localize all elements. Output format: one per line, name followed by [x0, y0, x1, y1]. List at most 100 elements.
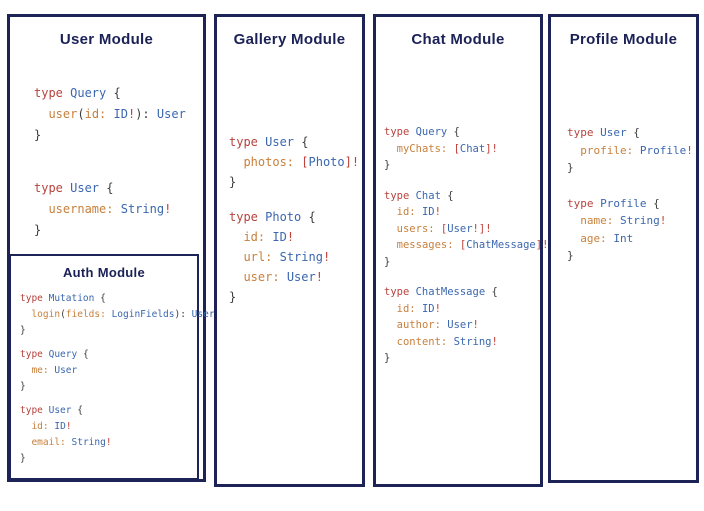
code-line: type Mutation {	[20, 291, 197, 307]
code-token-ty: String	[120, 202, 165, 216]
code-token-kw: type	[567, 126, 601, 139]
code-token-ty: String	[279, 250, 323, 264]
code-token-pu: }	[20, 325, 26, 336]
code-token-pu	[34, 202, 48, 216]
code-token-kw: type	[384, 126, 416, 138]
code-token-pu	[633, 144, 640, 157]
code-token-pu: {	[100, 293, 106, 304]
code-token-rd: !	[105, 437, 112, 448]
code-token-ty: Query	[415, 126, 454, 138]
code-line: }	[229, 172, 362, 192]
code-token-pu	[20, 309, 31, 320]
code-token-pu	[567, 144, 580, 157]
code-token-ty: Query	[48, 349, 83, 360]
code-token-rd: !	[322, 250, 331, 264]
code-token-rd: !	[434, 302, 441, 315]
code-line: }	[567, 159, 696, 177]
code-token-ty: Profile	[639, 143, 687, 157]
code-block: type Mutation { login(fields: LoginField…	[20, 291, 215, 339]
code-token-ty: User	[447, 319, 473, 331]
code-line: id: ID!	[384, 301, 540, 318]
code-line: }	[34, 220, 203, 241]
code-line: }	[20, 323, 197, 339]
code-token-ty: Photo	[265, 210, 309, 224]
code-token-kw: type	[384, 189, 416, 202]
code-token-pu: }	[229, 290, 237, 304]
code-block: type Chat { id: ID! users: [User!]! mess…	[384, 188, 549, 271]
code-token-pu	[280, 270, 287, 284]
code-token-ty: User	[191, 309, 215, 320]
code-token-ty: String	[620, 214, 660, 227]
code-token-fl: users:	[396, 222, 435, 235]
code-line: type User {	[229, 132, 362, 152]
code-line: age: Int	[567, 230, 696, 248]
profile-module-code: type User { profile: Profile!}type Profi…	[551, 124, 696, 265]
code-token-pu	[229, 270, 243, 284]
code-token-pu	[229, 155, 243, 169]
user-module-code: type Query { user(id: ID!): User}type Us…	[10, 83, 203, 241]
code-token-fl: photos:	[243, 155, 295, 169]
code-token-pu: }	[384, 352, 391, 364]
code-line: url: String!	[229, 247, 362, 267]
code-block: type User { photos: [Photo]!}	[229, 132, 362, 192]
code-token-pu: ):	[174, 309, 192, 320]
code-line: }	[20, 451, 197, 467]
code-line: type Query {	[384, 124, 540, 141]
code-line: type User {	[567, 124, 696, 142]
code-token-kw: type	[384, 286, 416, 298]
panel-auth-module: Auth Module type Mutation { login(fields…	[9, 254, 215, 480]
code-token-fl: age:	[580, 231, 607, 245]
code-token-ty: ChatMessage	[415, 286, 492, 298]
code-line: email: String!	[20, 435, 197, 451]
code-token-rd: !]!	[472, 222, 492, 235]
code-token-rd: ]!	[344, 155, 360, 169]
code-token-ty: Profile	[600, 196, 654, 210]
code-line: type Photo {	[229, 207, 362, 227]
code-token-kw: type	[229, 210, 266, 224]
code-token-ty: Query	[70, 86, 114, 100]
code-line: messages: [ChatMessage]!	[384, 237, 549, 254]
code-token-ty: LoginFields	[111, 309, 175, 320]
code-token-pu: }	[567, 161, 574, 174]
code-token-rd: !	[127, 107, 136, 121]
code-token-ty: User	[447, 222, 473, 235]
code-token-fl: myChats:	[396, 142, 448, 155]
code-token-rd: ]!	[535, 239, 549, 251]
code-token-pu	[567, 214, 580, 227]
code-block: type Photo { id: ID! url: String! user: …	[229, 207, 362, 307]
code-token-fl: profile:	[580, 143, 634, 157]
code-line: }	[20, 379, 197, 395]
code-token-pu	[384, 336, 397, 348]
code-token-pu: }	[34, 223, 42, 237]
code-token-pu: }	[229, 175, 237, 189]
code-token-ty: ID	[421, 302, 435, 315]
code-token-pu: {	[453, 126, 460, 138]
code-token-ty: User	[600, 126, 634, 139]
code-line: type Query {	[34, 83, 203, 104]
code-line: type Query {	[20, 347, 197, 363]
code-token-pu	[20, 437, 31, 448]
code-token-ty: ID	[54, 421, 66, 432]
chat-module-code: type Query { myChats: [Chat]!}type Chat …	[376, 124, 549, 367]
code-token-pu	[567, 232, 580, 245]
code-token-ty: Photo	[308, 155, 345, 169]
profile-module-title: Profile Module	[569, 31, 678, 48]
auth-module-code: type Mutation { login(fields: LoginField…	[11, 291, 215, 467]
code-token-fl: id:	[31, 421, 49, 432]
code-token-rd: !	[434, 206, 441, 218]
code-token-ty: User	[70, 181, 107, 195]
code-token-rd: !	[315, 270, 323, 284]
code-line: type ChatMessage {	[384, 284, 540, 301]
code-line: id: ID!	[20, 419, 197, 435]
code-token-pu	[613, 214, 620, 227]
code-token-rd: ]!	[485, 142, 498, 155]
code-token-kw: type	[20, 405, 49, 416]
code-token-pu: (	[60, 309, 66, 320]
code-token-rd: !	[491, 335, 498, 348]
code-block: type User { username: String!}	[34, 178, 203, 241]
code-line: login(fields: LoginFields): User	[20, 307, 214, 323]
code-line: user: User!	[229, 267, 362, 287]
code-token-fl: me:	[31, 365, 49, 376]
code-token-ty: Mutation	[48, 293, 101, 304]
code-token-kw: type	[567, 196, 601, 210]
